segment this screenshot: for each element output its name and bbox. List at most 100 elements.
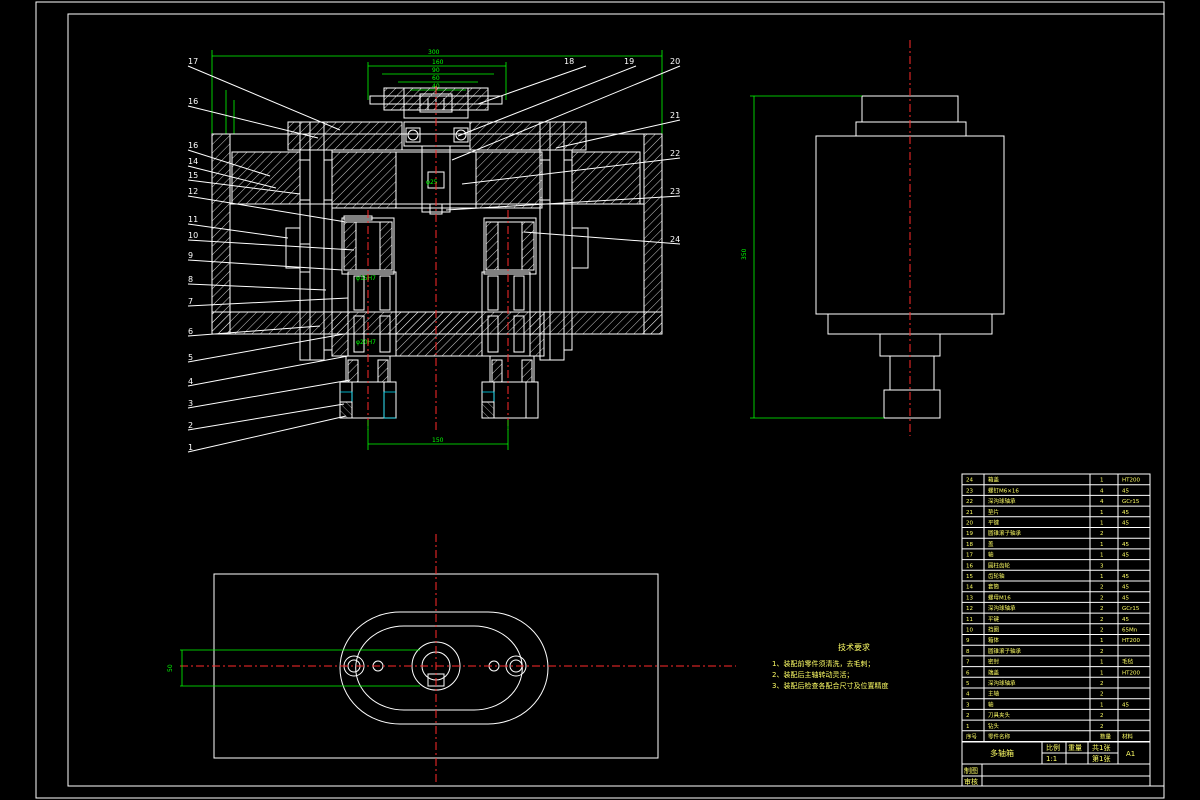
parts-list-cell: 4 bbox=[1100, 488, 1104, 494]
svg-text:18: 18 bbox=[564, 57, 574, 66]
svg-text:φ25: φ25 bbox=[426, 179, 438, 186]
parts-list-cell: 1 bbox=[1100, 702, 1104, 708]
tech-requirements: 技术要求 1、装配前零件须清洗，去毛刺； 2、装配后主轴转动灵活； 3、装配后检… bbox=[772, 642, 888, 690]
tech-requirement-line: 2、装配后主轴转动灵活； bbox=[772, 670, 853, 679]
outer-frame bbox=[35, 1, 1165, 799]
parts-list-cell: 22 bbox=[966, 499, 973, 505]
svg-text:23: 23 bbox=[670, 187, 680, 196]
parts-list-cell: 1 bbox=[1100, 574, 1104, 580]
parts-list-cell: 1 bbox=[1100, 510, 1104, 516]
dim-bottom-span: 150 bbox=[432, 437, 444, 444]
svg-text:19: 19 bbox=[624, 57, 634, 66]
leaders-right bbox=[445, 65, 681, 245]
parts-list-cell: 19 bbox=[966, 531, 973, 537]
parts-list-cell: 2 bbox=[1100, 692, 1104, 698]
parts-list-cell: 45 bbox=[1122, 521, 1129, 527]
parts-list-cell: 1 bbox=[1100, 660, 1104, 666]
parts-list-cell: 4 bbox=[1100, 499, 1104, 505]
parts-list-cell: 3 bbox=[966, 702, 970, 708]
svg-text:2: 2 bbox=[188, 421, 193, 430]
side-view: 350 bbox=[741, 40, 1005, 436]
parts-list-cell: 11 bbox=[966, 617, 973, 623]
parts-list-cell: GCr15 bbox=[1122, 499, 1140, 505]
tech-requirement-line: 3、装配后检查各配合尺寸及位置精度 bbox=[772, 681, 888, 690]
svg-text:17: 17 bbox=[188, 57, 198, 66]
parts-list-cell: HT200 bbox=[1122, 478, 1140, 484]
parts-list-cell: 箱体 bbox=[988, 636, 1000, 644]
svg-text:第1张: 第1张 bbox=[1092, 754, 1110, 763]
parts-list-cell: 18 bbox=[966, 542, 973, 548]
parts-list-cell: 45 bbox=[1122, 702, 1129, 708]
dim-plan-offset: 50 bbox=[167, 664, 174, 672]
parts-list-cell: 17 bbox=[966, 553, 973, 559]
parts-list-cell: 15 bbox=[966, 574, 973, 580]
parts-list-cell: 23 bbox=[966, 488, 973, 494]
parts-list-cell: 24 bbox=[966, 478, 973, 484]
inner-frame bbox=[67, 13, 1165, 787]
svg-text:24: 24 bbox=[670, 235, 680, 244]
svg-text:φ20H7: φ20H7 bbox=[356, 339, 376, 346]
parts-list-cell: 毛毡 bbox=[1122, 658, 1134, 666]
parts-list-cell: 圆柱齿轮 bbox=[988, 561, 1011, 569]
parts-list-cell: 45 bbox=[1122, 617, 1129, 623]
svg-text:11: 11 bbox=[188, 215, 198, 224]
parts-list-cell: 45 bbox=[1122, 595, 1129, 601]
bearings-left bbox=[285, 159, 333, 273]
parts-list-cell: 1 bbox=[1100, 553, 1104, 559]
dim-side-height: 350 bbox=[741, 248, 748, 260]
parts-list-cell: 45 bbox=[1122, 585, 1129, 591]
svg-text:共1张: 共1张 bbox=[1092, 743, 1110, 752]
svg-text:5: 5 bbox=[188, 353, 193, 362]
svg-text:21: 21 bbox=[670, 111, 680, 120]
leaders-left bbox=[187, 65, 355, 453]
parts-list-cell: 钻头 bbox=[988, 722, 1000, 730]
svg-text:9: 9 bbox=[188, 251, 193, 260]
svg-text:审核: 审核 bbox=[964, 777, 978, 786]
parts-list-cell: 套筒 bbox=[988, 583, 1000, 591]
parts-list-cell: 零件名称 bbox=[988, 733, 1011, 741]
parts-list-cell: 深沟球轴承 bbox=[988, 497, 1016, 505]
parts-list-cell: 1 bbox=[966, 724, 970, 730]
parts-list-cell: 主轴 bbox=[988, 690, 1000, 698]
tech-requirement-line: 1、装配前零件须清洗，去毛刺； bbox=[772, 659, 874, 668]
parts-list-cell: 2 bbox=[1100, 713, 1104, 719]
parts-list-cell: 5 bbox=[966, 681, 970, 687]
svg-text:8: 8 bbox=[188, 275, 193, 284]
parts-list-cell: 箱盖 bbox=[988, 476, 1000, 484]
svg-text:制图: 制图 bbox=[964, 766, 978, 775]
svg-text:3: 3 bbox=[188, 399, 193, 408]
parts-list-cell: HT200 bbox=[1122, 638, 1140, 644]
svg-text:1:1: 1:1 bbox=[1046, 755, 1057, 763]
parts-list-cell: 螺钉M6×16 bbox=[988, 486, 1019, 494]
parts-list-cell: 8 bbox=[966, 649, 970, 655]
svg-text:14: 14 bbox=[188, 157, 198, 166]
parts-list-cell: 3 bbox=[1100, 563, 1104, 569]
parts-list-cell: 65Mn bbox=[1122, 628, 1138, 634]
parts-list-cell: 10 bbox=[966, 628, 973, 634]
dim-top-3: 90 bbox=[432, 67, 440, 74]
parts-list-cell: 1 bbox=[1100, 542, 1104, 548]
parts-list-cell: 6 bbox=[966, 670, 970, 676]
svg-text:16: 16 bbox=[188, 97, 198, 106]
parts-list-cell: 材料 bbox=[1122, 733, 1134, 741]
parts-list-cell: 7 bbox=[966, 660, 970, 666]
title-block: 多轴箱 比例 重量 共1张 A1 1:1 第1张 制图 审核 bbox=[961, 741, 1151, 787]
parts-list-cell: 圆锥滚子轴承 bbox=[988, 529, 1022, 537]
part-labels-left: 17 16 16 14 15 12 11 10 9 8 7 6 5 4 3 2 … bbox=[188, 57, 198, 452]
parts-list-cell: 垫片 bbox=[988, 508, 999, 516]
tech-requirements-title: 技术要求 bbox=[838, 642, 870, 652]
parts-list-cell: 21 bbox=[966, 510, 973, 516]
parts-list-cell: 平键 bbox=[988, 519, 1000, 527]
part-labels-right: 18 19 20 21 22 23 24 bbox=[564, 57, 680, 244]
svg-text:6: 6 bbox=[188, 327, 193, 336]
parts-list-cell: 序号 bbox=[966, 733, 978, 741]
parts-list-cell: 2 bbox=[1100, 617, 1104, 623]
parts-list-cell: 12 bbox=[966, 606, 973, 612]
parts-list-cell: 2 bbox=[1100, 531, 1104, 537]
parts-list-cell: 深沟球轴承 bbox=[988, 679, 1016, 687]
parts-list-cell: 2 bbox=[1100, 595, 1104, 601]
parts-list-cell: 圆锥滚子轴承 bbox=[988, 647, 1022, 655]
parts-list-cell: 13 bbox=[966, 595, 973, 601]
parts-list-cell: 45 bbox=[1122, 553, 1129, 559]
